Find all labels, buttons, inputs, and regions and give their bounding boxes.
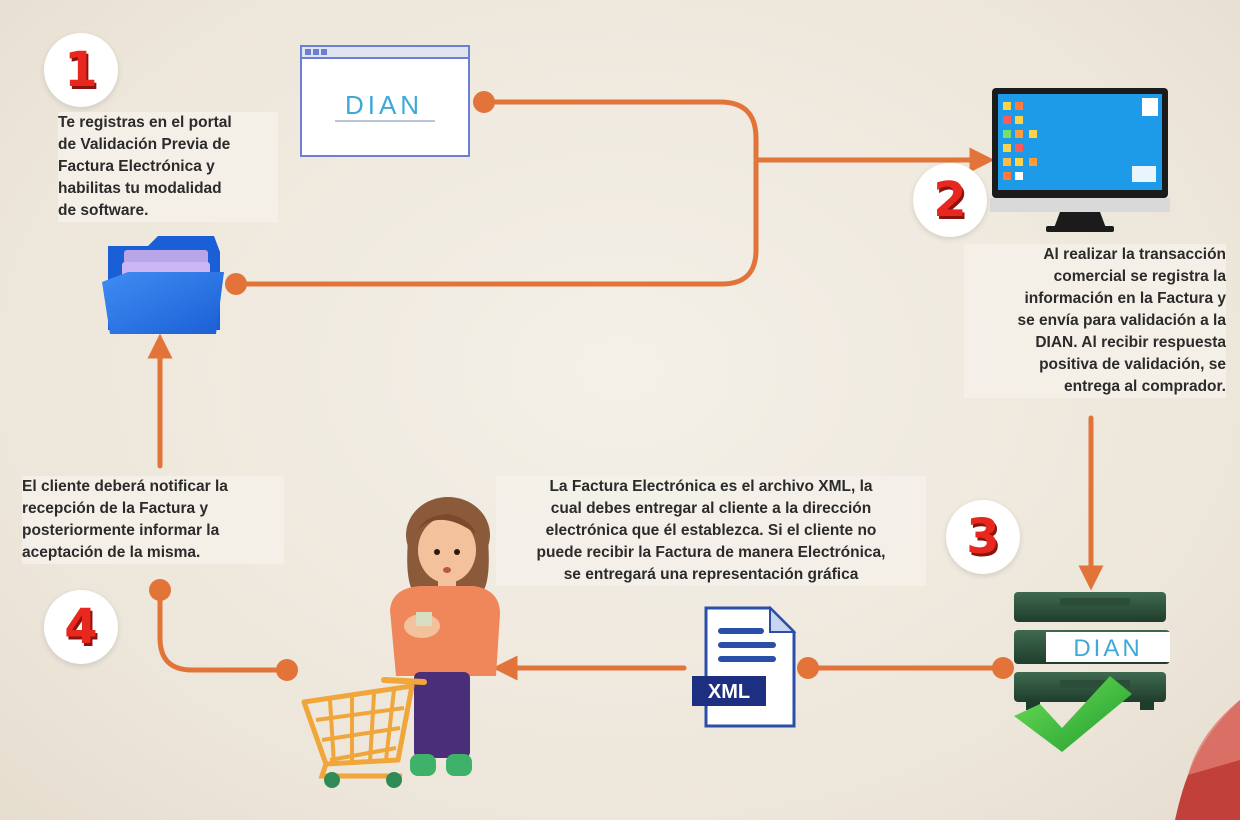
text-line: Al realizar la transacción bbox=[1043, 246, 1226, 263]
connector-portal-to-computer bbox=[481, 99, 995, 173]
text-line: DIAN. Al recibir respuesta bbox=[1035, 334, 1226, 351]
server-logo-text: DIAN bbox=[1073, 635, 1142, 662]
client-with-cart-illustration bbox=[301, 497, 500, 788]
connector-dot bbox=[992, 657, 1014, 679]
text-line: posteriormente informar la bbox=[22, 522, 220, 539]
connector-dot bbox=[797, 657, 819, 679]
text-line: La Factura Electrónica es el archivo XML… bbox=[549, 478, 873, 495]
folder-icon bbox=[102, 236, 224, 334]
text-line: se envía para validación a la bbox=[1017, 312, 1226, 329]
text-line: se entregará una representación gráfica bbox=[563, 566, 859, 583]
dian-server-icon: DIAN bbox=[1014, 592, 1170, 752]
text-line: información en la Factura y bbox=[1024, 290, 1226, 307]
text-line: El cliente deberá notificar la bbox=[22, 478, 228, 495]
connector-dot bbox=[225, 273, 247, 295]
step-2-text: Al realizar la transacción comercial se … bbox=[964, 244, 1226, 398]
step-number-4: 4 bbox=[44, 590, 118, 664]
step-4-text: El cliente deberá notificar la recepción… bbox=[22, 476, 284, 564]
text-line: puede recibir la Factura de manera Elect… bbox=[536, 544, 886, 561]
text-line: positiva de validación, se bbox=[1039, 356, 1226, 373]
connector-dot bbox=[149, 579, 171, 601]
portal-logo-text: DIAN bbox=[345, 90, 423, 120]
connector-dot bbox=[276, 659, 298, 681]
text-line: electrónica que él establezca. Si el cli… bbox=[545, 522, 877, 539]
step-number-2: 2 bbox=[913, 163, 987, 237]
text-line: aceptación de la misma. bbox=[22, 544, 201, 561]
text-line: comercial se registra la bbox=[1053, 268, 1226, 285]
text-line: entrega al comprador. bbox=[1064, 378, 1226, 395]
xml-document-icon: XML bbox=[692, 605, 797, 728]
text-line: Factura Electrónica y bbox=[58, 158, 215, 175]
text-line: recepción de la Factura y bbox=[22, 500, 209, 517]
text-line: de Validación Previa de bbox=[58, 136, 231, 153]
connector-client-to-folder bbox=[160, 346, 290, 673]
text-line: habilitas tu modalidad bbox=[58, 180, 222, 197]
step-number-1: 1 bbox=[44, 33, 118, 107]
text-line: Te registras en el portal bbox=[58, 114, 232, 131]
step-3-text: La Factura Electrónica es el archivo XML… bbox=[496, 476, 926, 586]
connector-dot bbox=[473, 91, 495, 113]
step-1-text: Te registras en el portal de Validación … bbox=[58, 112, 278, 222]
connector-fork-to-folder bbox=[233, 157, 759, 287]
desktop-computer-icon bbox=[990, 88, 1170, 232]
xml-label: XML bbox=[708, 681, 750, 703]
text-line: cual debes entregar al cliente a la dire… bbox=[550, 500, 872, 517]
dian-portal-window-icon: DIAN bbox=[300, 45, 470, 157]
step-number-3: 3 bbox=[946, 500, 1020, 574]
text-line: de software. bbox=[58, 202, 149, 219]
